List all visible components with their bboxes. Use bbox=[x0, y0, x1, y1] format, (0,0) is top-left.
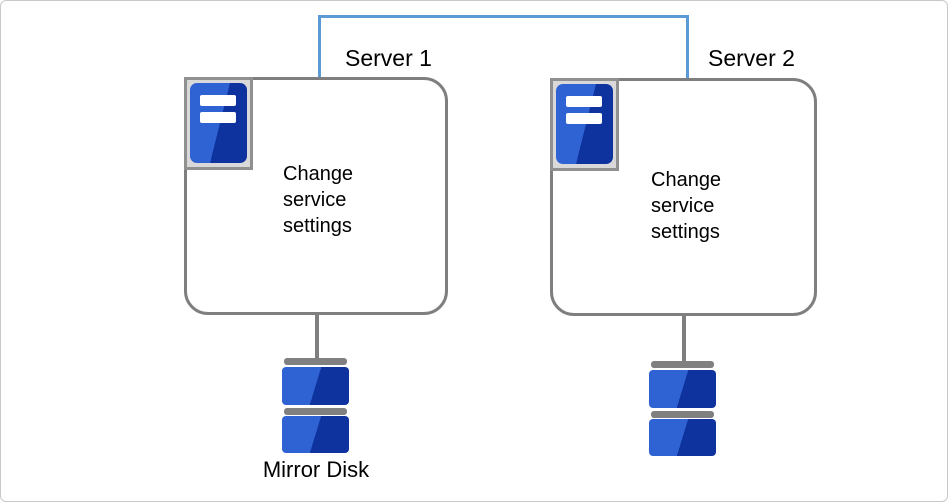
disk-platter bbox=[649, 370, 716, 408]
disk-bar bbox=[651, 361, 714, 368]
server-drive-slot bbox=[566, 113, 602, 124]
server-tower-icon bbox=[184, 77, 253, 170]
interconnect-line-right-drop bbox=[686, 15, 689, 78]
server2-text-line: settings bbox=[651, 221, 720, 243]
server1-text-line: service bbox=[283, 189, 347, 211]
disk-platter bbox=[649, 419, 716, 456]
server2-text-line: service bbox=[651, 195, 715, 217]
server2-label: Server 2 bbox=[708, 45, 795, 71]
disk-stack-icon bbox=[282, 358, 349, 453]
disk-platter bbox=[282, 367, 349, 405]
disk-bar bbox=[651, 411, 714, 418]
server-tower-icon bbox=[550, 78, 619, 171]
server2-box-text: Change service settings bbox=[651, 167, 721, 245]
server-drive-slot bbox=[200, 95, 236, 106]
server1-label: Server 1 bbox=[345, 45, 432, 71]
server2-text-line: Change bbox=[651, 169, 722, 191]
disk-stack-icon bbox=[649, 361, 716, 456]
server-tower-body bbox=[190, 83, 247, 163]
server-drive-slot bbox=[200, 112, 236, 123]
server1-text-line: settings bbox=[283, 215, 352, 237]
server2-box: Change service settings bbox=[550, 78, 817, 316]
interconnect-line-horizontal bbox=[318, 15, 689, 18]
server1-disk-connector bbox=[315, 312, 319, 359]
server1-box-text: Change service settings bbox=[283, 161, 353, 239]
server-drive-slot bbox=[566, 96, 602, 107]
disk-platter bbox=[282, 416, 349, 453]
disk-bar bbox=[284, 358, 347, 365]
disk-bar bbox=[284, 408, 347, 415]
server-tower-body bbox=[556, 84, 613, 164]
mirror-disk-label: Mirror Disk bbox=[262, 457, 370, 482]
server2-disk-connector bbox=[682, 313, 686, 362]
interconnect-line-left-drop bbox=[318, 15, 321, 78]
server1-text-line: Change bbox=[283, 163, 354, 185]
